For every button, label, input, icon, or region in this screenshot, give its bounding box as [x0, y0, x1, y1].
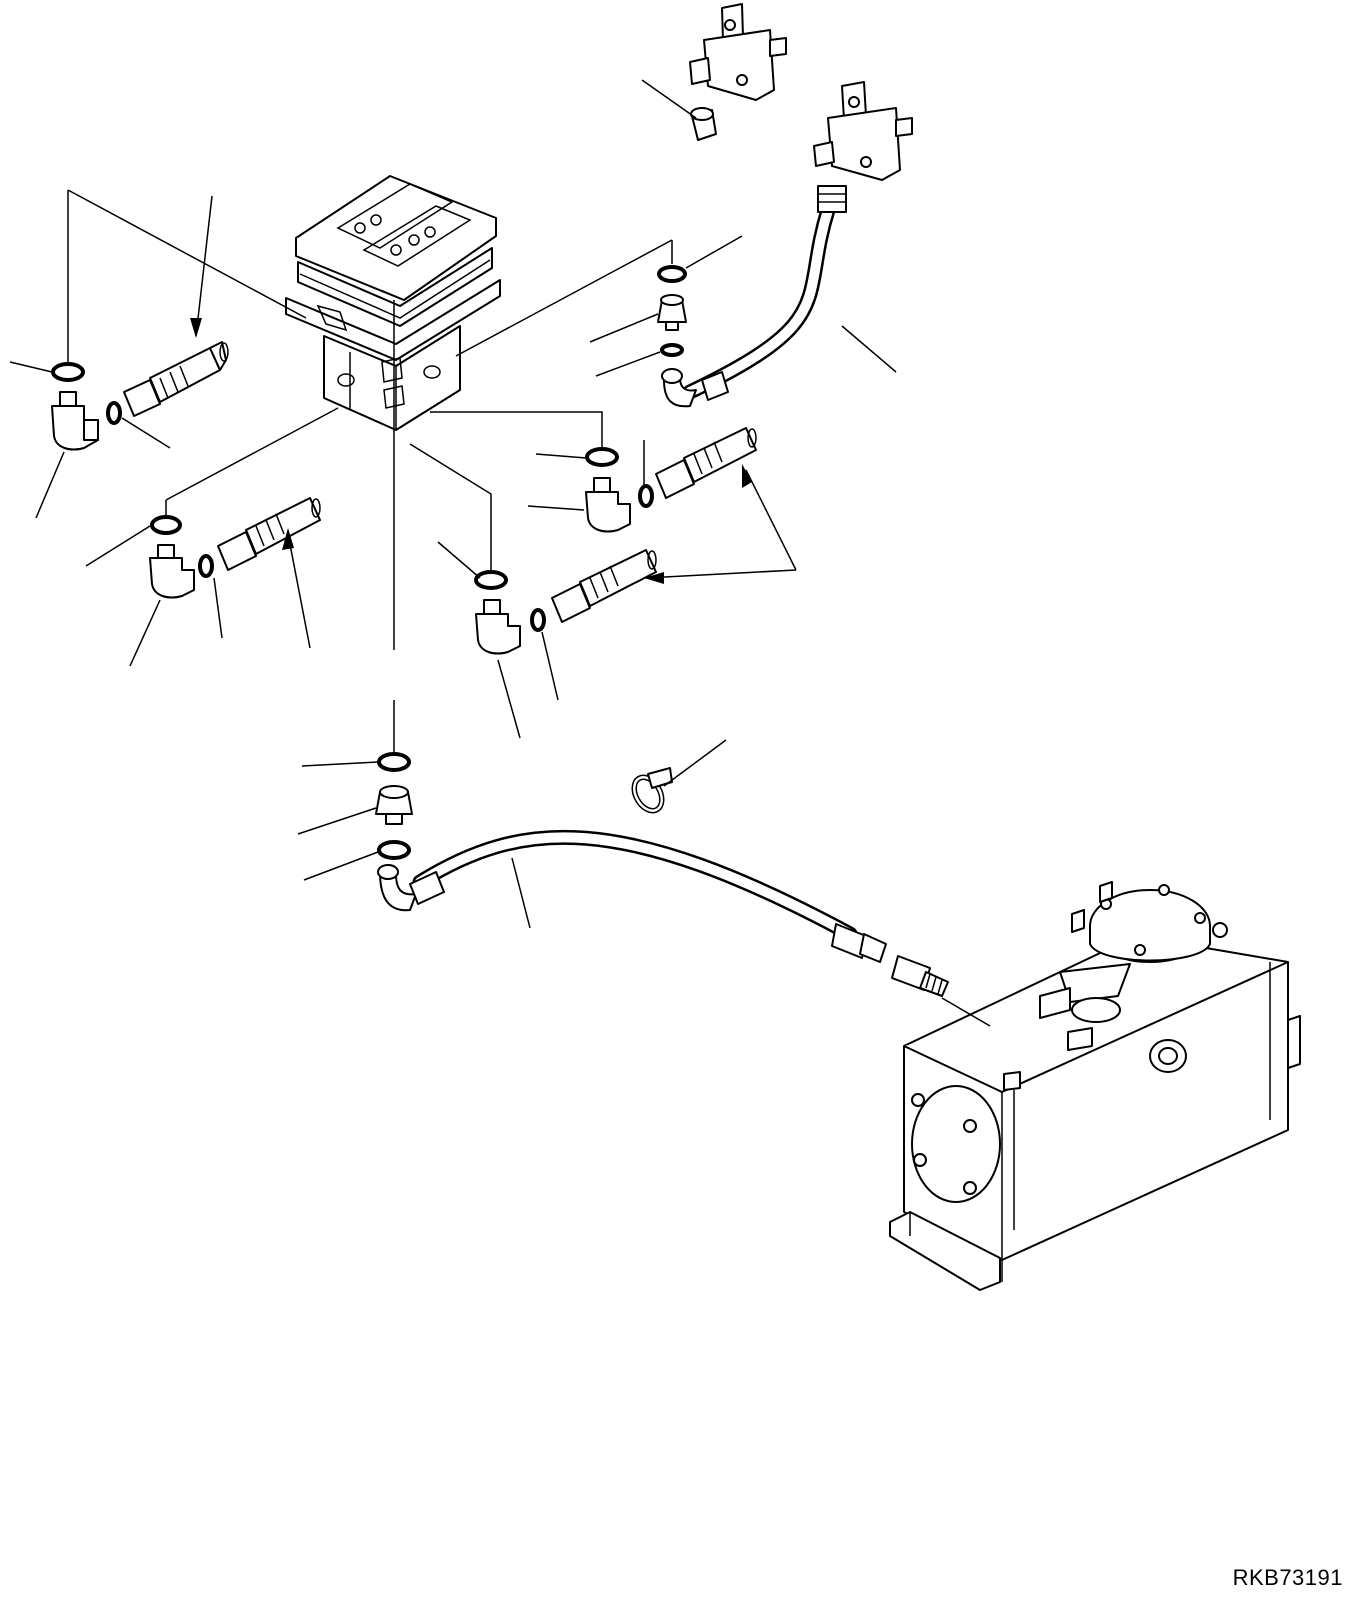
- o-ring-icon: [657, 265, 687, 357]
- o-ring-icon: [51, 362, 122, 425]
- hose-clamp-icon: [631, 767, 673, 814]
- plug-icon: [690, 107, 717, 141]
- connector-fitting-icon: [891, 955, 949, 997]
- elbow-fitting-icon: [149, 544, 195, 599]
- pilot-hose-icon: [655, 427, 757, 499]
- drawing-reference-number: RKB73191: [1232, 1565, 1343, 1590]
- o-ring-icon: [150, 515, 214, 578]
- center-lines: [67, 189, 991, 1027]
- pilot-pressure-control-valve-icon: [285, 175, 501, 431]
- pilot-hose-icon: [123, 341, 229, 417]
- elbow-fitting-icon: [51, 391, 99, 451]
- elbow-fitting-icon: [585, 477, 631, 533]
- leader-lines: [9, 79, 897, 929]
- o-ring-icon: [377, 752, 411, 860]
- connector-fitting-icon: [375, 785, 413, 825]
- o-ring-icon: [474, 570, 546, 632]
- pilot-hose-upper-icon: [661, 185, 847, 408]
- return-hose-icon: [377, 829, 887, 963]
- valve-block-upper-icon: [689, 3, 787, 101]
- connector-fitting-icon: [657, 294, 687, 331]
- pilot-hose-icon: [217, 497, 321, 571]
- hydraulic-tank-icon: [889, 881, 1301, 1291]
- valve-block-lower-icon: [813, 81, 913, 181]
- pilot-hose-icon: [551, 549, 657, 623]
- elbow-fitting-icon: [475, 599, 521, 655]
- o-ring-icon: [585, 447, 654, 508]
